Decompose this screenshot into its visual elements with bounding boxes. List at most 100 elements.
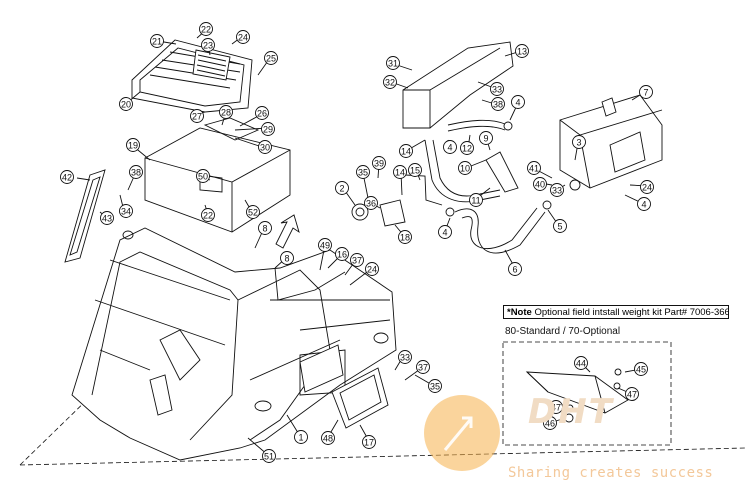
callout-number: 4 [515, 98, 520, 108]
callout-bubble [261, 122, 275, 136]
callout-number: 11 [471, 196, 480, 206]
callout-22: 22 [201, 208, 215, 222]
exhaust-muffler [402, 41, 663, 189]
callout-bubble [321, 431, 335, 445]
callout-26: 26 [255, 106, 269, 120]
callout-31: 31 [386, 56, 400, 70]
callout-bubble [543, 416, 557, 430]
callout-bubble [350, 253, 364, 267]
callout-33: 33 [490, 82, 504, 96]
callout-bubble [637, 197, 651, 211]
callout-51: 51 [262, 449, 276, 463]
callout-number: 32 [385, 78, 395, 88]
callout-bubble [490, 82, 504, 96]
callout-number: 8 [262, 224, 267, 234]
callout-bubble [100, 211, 114, 225]
watermark-logo: DHT [528, 392, 614, 432]
watermark-tagline: Sharing creates success [508, 465, 714, 481]
callout-bubble [196, 169, 210, 183]
callout-bubble [508, 262, 522, 276]
callout-number: 20 [121, 100, 131, 110]
callout-number: 9 [483, 134, 488, 144]
callout-number: 13 [517, 47, 527, 57]
callout-33: 33 [550, 183, 564, 197]
callout-bubble [398, 350, 412, 364]
callout-bubble [236, 30, 250, 44]
callout-number: 47 [627, 390, 637, 400]
callout-bubble [398, 230, 412, 244]
callout-45: 45 [634, 362, 648, 376]
callout-bubble [479, 131, 493, 145]
callout-35: 35 [356, 165, 370, 179]
callout-20: 20 [119, 97, 133, 111]
callout-number: 43 [102, 214, 112, 224]
callout-5: 5 [553, 219, 567, 233]
callout-bubble [201, 38, 215, 52]
weight-kit-subtitle: 80-Standard / 70-Optional [505, 326, 621, 337]
callout-bubble [640, 180, 654, 194]
callout-bubble [515, 44, 529, 58]
callout-23: 23 [201, 38, 215, 52]
callout-24: 24 [236, 30, 250, 44]
callout-12: 12 [460, 141, 474, 155]
callout-42: 42 [60, 170, 74, 184]
callout-number: 4 [442, 228, 447, 238]
callout-48: 48 [321, 431, 335, 445]
layout-guides [19, 341, 745, 466]
callout-bubble [258, 221, 272, 235]
callout-number: 44 [576, 359, 586, 369]
callout-number: 23 [203, 41, 213, 51]
callout-number: 22 [203, 211, 213, 221]
note-prefix: *Note [507, 307, 532, 318]
callout-11: 11 [469, 193, 483, 207]
callout-6: 6 [508, 262, 522, 276]
callout-40: 40 [533, 177, 547, 191]
seat-pan [131, 39, 253, 113]
callout-bubble [511, 95, 525, 109]
watermark-circle [424, 395, 500, 471]
callout-bubble [491, 97, 505, 111]
callout-19: 19 [126, 138, 140, 152]
callout-bubble [416, 360, 430, 374]
callout-44: 44 [574, 356, 588, 370]
callout-37: 37 [350, 253, 364, 267]
callout-number: 33 [400, 353, 410, 363]
callout-bubble [219, 105, 233, 119]
callout-number: 3 [576, 138, 581, 148]
hoses [404, 119, 546, 254]
callout-24: 24 [365, 262, 379, 276]
callout-bubble [527, 161, 541, 175]
callout-number: 26 [257, 109, 267, 119]
weight-plate [525, 368, 629, 423]
callout-bubble [572, 135, 586, 149]
watermark-arrow-icon [443, 416, 473, 451]
callout-number: 42 [62, 173, 72, 183]
callout-27: 27 [190, 109, 204, 123]
callout-bubble [201, 208, 215, 222]
callout-number: 12 [462, 144, 472, 154]
callout-bubble [443, 140, 457, 154]
callout-number: 48 [323, 434, 333, 444]
callout-number: 2 [339, 184, 344, 194]
note-text: Optional field intstall weight kit Part#… [531, 307, 729, 318]
callout-4: 4 [438, 225, 452, 239]
callout-bubble [393, 165, 407, 179]
callout-bubble [460, 141, 474, 155]
callout-bubble [553, 219, 567, 233]
callout-number: 22 [201, 25, 211, 35]
callout-9: 9 [479, 131, 493, 145]
callout-bubble [362, 435, 376, 449]
callout-3: 3 [572, 135, 586, 149]
callout-number: 27 [192, 112, 202, 122]
callout-number: 35 [358, 168, 368, 178]
callout-7: 7 [639, 85, 653, 99]
callout-number: 15 [410, 166, 420, 176]
callout-number: 25 [266, 54, 276, 64]
callout-38: 38 [129, 165, 143, 179]
callout-14: 14 [393, 165, 407, 179]
callout-number: 31 [388, 59, 398, 69]
callout-bubble [255, 106, 269, 120]
